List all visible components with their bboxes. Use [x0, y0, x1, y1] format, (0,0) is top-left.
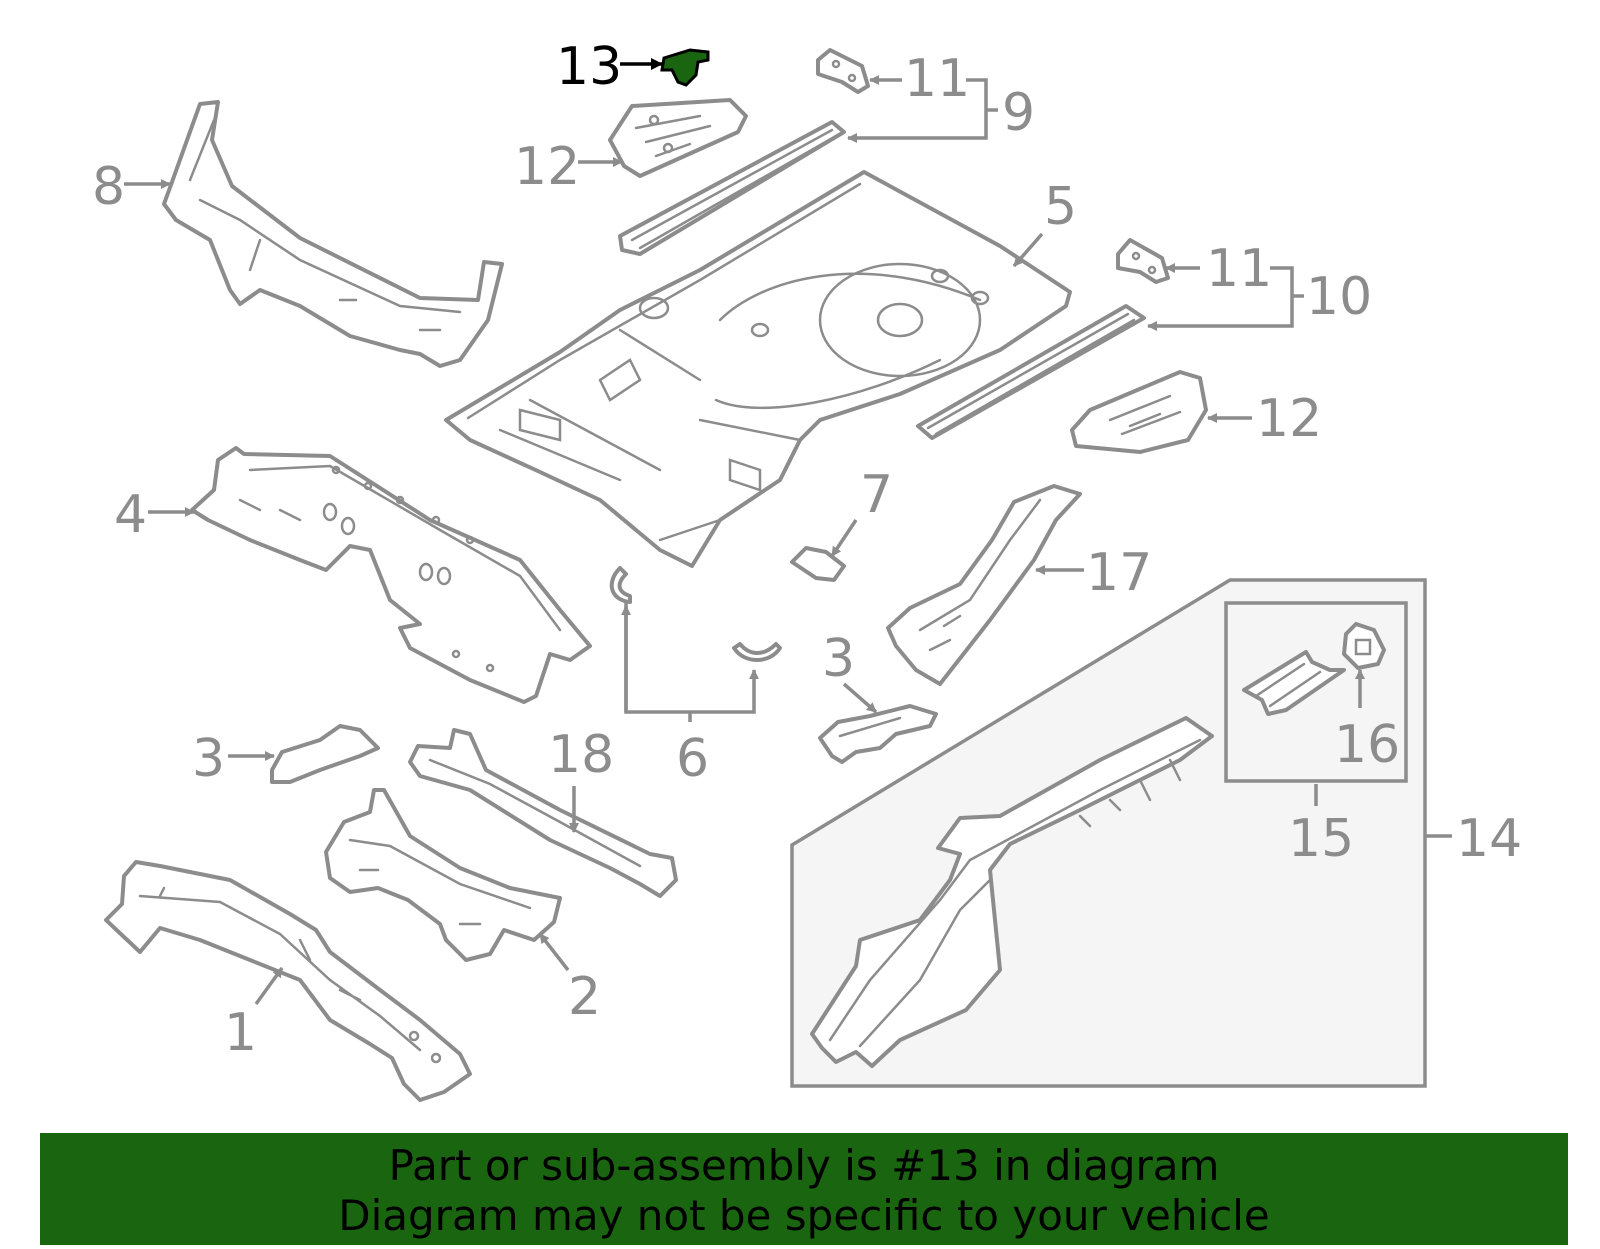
callout-12-lower[interactable]: 12 [1256, 389, 1322, 449]
part-15-bracket[interactable] [1242, 650, 1346, 716]
leader-lines [124, 58, 1452, 1006]
callout-10[interactable]: 10 [1306, 267, 1372, 327]
part-1-crossmember[interactable] [104, 860, 472, 1102]
callout-3-left[interactable]: 3 [192, 729, 225, 789]
part-8-crossmember[interactable] [162, 100, 504, 368]
part-2-crossmember[interactable] [324, 788, 562, 962]
callout-1[interactable]: 1 [224, 1003, 257, 1063]
part-5-floor-panel[interactable] [444, 170, 1072, 568]
part-4-panel[interactable] [190, 446, 592, 704]
part-12-plate-upper[interactable] [608, 98, 748, 178]
info-banner: Part or sub-assembly is #13 in diagram D… [40, 1133, 1568, 1245]
callout-15[interactable]: 15 [1288, 809, 1354, 869]
callout-13[interactable]: 13 [556, 37, 622, 97]
callout-14[interactable]: 14 [1456, 809, 1522, 869]
callout-8[interactable]: 8 [92, 157, 125, 217]
callout-12-upper[interactable]: 12 [514, 137, 580, 197]
part-11-bracket-lower[interactable] [1116, 238, 1170, 284]
part-3-bracket-right[interactable] [818, 704, 938, 764]
part-6-clip-left[interactable] [609, 566, 632, 604]
callout-6[interactable]: 6 [676, 729, 709, 789]
part-11-bracket-upper[interactable] [816, 48, 870, 94]
part-16-plate[interactable] [1342, 622, 1386, 670]
callout-17[interactable]: 17 [1086, 543, 1152, 603]
callout-7[interactable]: 7 [860, 465, 893, 525]
callout-2[interactable]: 2 [568, 967, 601, 1027]
part-7-clip[interactable] [790, 546, 846, 582]
callout-11-upper[interactable]: 11 [904, 49, 970, 109]
part-9-rail[interactable] [618, 120, 846, 256]
part-3-bracket-left[interactable] [270, 724, 380, 784]
callout-16[interactable]: 16 [1334, 715, 1400, 775]
banner-line-disclaimer: Diagram may not be specific to your vehi… [338, 1191, 1270, 1240]
callout-3-right[interactable]: 3 [822, 629, 855, 689]
callout-4[interactable]: 4 [114, 485, 147, 545]
callout-11-lower[interactable]: 11 [1206, 239, 1272, 299]
callout-18[interactable]: 18 [548, 725, 614, 785]
part-12-plate-lower[interactable] [1070, 370, 1208, 454]
callout-5[interactable]: 5 [1044, 177, 1077, 237]
part-10-rail[interactable] [916, 304, 1146, 440]
part-13-bracket[interactable] [660, 48, 710, 87]
part-14-rail[interactable] [810, 716, 1214, 1068]
banner-line-part: Part or sub-assembly is #13 in diagram [388, 1141, 1220, 1190]
part-6-clip-right[interactable] [732, 642, 782, 662]
part-17-bracket[interactable] [886, 484, 1082, 686]
part-18-rail[interactable] [408, 728, 678, 898]
callout-9[interactable]: 9 [1002, 83, 1035, 143]
